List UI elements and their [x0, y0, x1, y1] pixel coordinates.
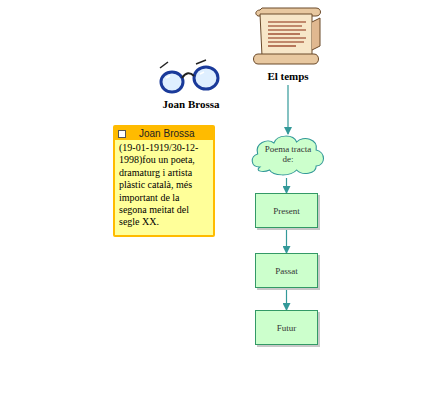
process-box: Present: [255, 193, 318, 228]
note-icon: [118, 130, 126, 138]
node-label: Futur: [277, 323, 297, 333]
scroll-icon: [250, 2, 326, 68]
node-label: Present: [273, 206, 300, 216]
flow-arrow: [286, 178, 287, 193]
flow-arrow: [286, 229, 287, 253]
process-box: Passat: [255, 253, 318, 288]
process-box: Futur: [255, 310, 318, 345]
node-label: Poema tracta de:: [249, 144, 327, 164]
icon-caption: El temps: [250, 70, 326, 82]
scroll-caption: El temps: [250, 70, 326, 84]
glasses-caption: Joan Brossa: [150, 98, 232, 112]
note-body: (19-01-1919/30-12-1998)fou un poeta, dra…: [115, 140, 213, 235]
icon-caption: Joan Brossa: [150, 98, 232, 110]
glasses-icon: [156, 58, 224, 98]
note-title-bar: Joan Brossa: [115, 127, 213, 140]
flow-arrow: [287, 85, 288, 134]
flow-arrow: [286, 289, 287, 310]
cloud-shape: Poema tracta de:: [249, 131, 327, 177]
sticky-note: Joan Brossa(19-01-1919/30-12-1998)fou un…: [113, 125, 215, 237]
note-title: Joan Brossa: [139, 128, 195, 139]
node-label: Passat: [275, 266, 298, 276]
